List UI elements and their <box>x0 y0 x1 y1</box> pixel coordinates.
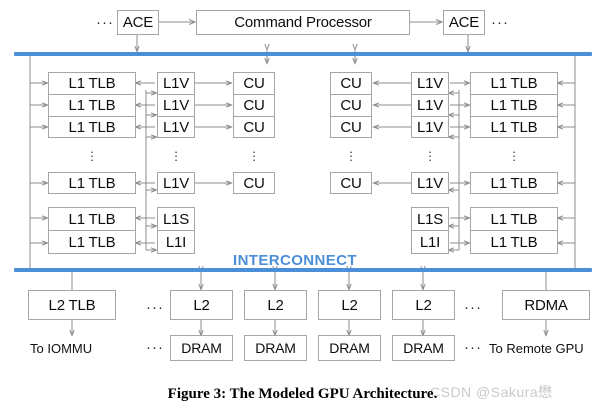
left-l1v-mid-stack: L1V <box>157 172 195 194</box>
right-l1v-vertical-ellipsis: ... <box>428 141 432 164</box>
left-l1tlb-1[interactable]: L1 TLB <box>49 95 135 117</box>
to-remote-gpu-label: To Remote GPU <box>489 341 584 356</box>
left-l1tlb-top-stack: L1 TLB L1 TLB L1 TLB <box>48 72 136 138</box>
right-l1tlb-bottom-stack: L1 TLB L1 TLB <box>470 207 558 254</box>
right-l1tlb-5[interactable]: L1 TLB <box>490 233 538 251</box>
left-l1s-l1i-stack: L1S L1I <box>157 207 195 254</box>
top-left-ellipsis: ··· <box>96 14 114 31</box>
right-cu-top-stack: CU CU CU <box>330 72 372 138</box>
right-l1v-1[interactable]: L1V <box>412 95 448 117</box>
top-right-ellipsis: ··· <box>491 14 509 31</box>
right-cu-0[interactable]: CU <box>331 73 371 95</box>
left-l1tlb-bottom-stack: L1 TLB L1 TLB <box>48 207 136 254</box>
l2-left-ellipsis: ··· <box>146 299 164 316</box>
left-l1tlb-vertical-ellipsis: ... <box>90 141 94 164</box>
right-l1tlb-3[interactable]: L1 TLB <box>490 174 538 192</box>
ace-right-box[interactable]: ACE <box>443 10 485 35</box>
l2-right-ellipsis: ··· <box>464 299 482 316</box>
dram-right-ellipsis: ··· <box>464 339 482 356</box>
left-l1tlb-4[interactable]: L1 TLB <box>49 208 135 231</box>
left-l1v-0[interactable]: L1V <box>158 73 194 95</box>
right-cu-1[interactable]: CU <box>331 95 371 117</box>
left-l1v-top-stack: L1V L1V L1V <box>157 72 195 138</box>
right-l1v-top-stack: L1V L1V L1V <box>411 72 449 138</box>
right-l1tlb-0[interactable]: L1 TLB <box>471 73 557 95</box>
left-l1tlb-2[interactable]: L1 TLB <box>68 119 116 136</box>
left-cu-2[interactable]: CU <box>243 119 265 136</box>
ace-left-box[interactable]: ACE <box>117 10 159 35</box>
interconnect-label: INTERCONNECT <box>233 252 357 269</box>
left-l1tlb-5[interactable]: L1 TLB <box>68 233 116 251</box>
right-cu-3[interactable]: CU <box>340 174 362 192</box>
right-l1v-0[interactable]: L1V <box>412 73 448 95</box>
right-l1tlb-4[interactable]: L1 TLB <box>471 208 557 231</box>
left-l1v-3[interactable]: L1V <box>162 174 190 192</box>
left-cu-vertical-ellipsis: ... <box>252 141 256 164</box>
left-cu-mid-stack: CU <box>233 172 275 194</box>
left-l1tlb-3[interactable]: L1 TLB <box>68 174 116 192</box>
right-l1tlb-2[interactable]: L1 TLB <box>490 119 538 136</box>
dram-left-ellipsis: ··· <box>146 339 164 356</box>
right-l1tlb-mid-stack: L1 TLB <box>470 172 558 194</box>
l2-tlb-box[interactable]: L2 TLB <box>28 290 116 320</box>
right-cu-vertical-ellipsis: ... <box>349 141 353 164</box>
figure-caption: Figure 3: The Modeled GPU Architecture. <box>167 386 438 402</box>
right-l1v-2[interactable]: L1V <box>416 119 444 136</box>
right-l1tlb-vertical-ellipsis: ... <box>512 141 516 164</box>
rdma-box[interactable]: RDMA <box>502 290 590 320</box>
interconnect-bar-bottom <box>14 268 592 272</box>
right-cu-mid-stack: CU <box>330 172 372 194</box>
dram-box-1[interactable]: DRAM <box>244 335 307 361</box>
dram-box-0[interactable]: DRAM <box>170 335 233 361</box>
left-cu-0[interactable]: CU <box>234 73 274 95</box>
left-l1v-1[interactable]: L1V <box>158 95 194 117</box>
left-l1tlb-mid-stack: L1 TLB <box>48 172 136 194</box>
dram-box-2[interactable]: DRAM <box>318 335 381 361</box>
l2-box-1[interactable]: L2 <box>244 290 307 320</box>
right-l1v-mid-stack: L1V <box>411 172 449 194</box>
to-iommu-label: To IOMMU <box>30 341 93 356</box>
l2-box-3[interactable]: L2 <box>392 290 455 320</box>
left-l1v-2[interactable]: L1V <box>162 119 190 136</box>
right-cu-2[interactable]: CU <box>340 119 362 136</box>
right-l1s[interactable]: L1S <box>412 208 448 231</box>
left-l1tlb-0[interactable]: L1 TLB <box>49 73 135 95</box>
right-l1tlb-top-stack: L1 TLB L1 TLB L1 TLB <box>470 72 558 138</box>
right-l1v-3[interactable]: L1V <box>416 174 444 192</box>
left-l1i[interactable]: L1I <box>165 233 187 251</box>
right-l1tlb-1[interactable]: L1 TLB <box>471 95 557 117</box>
watermark: CSDN @Sakura懋 <box>430 384 553 400</box>
left-l1v-vertical-ellipsis: ... <box>174 141 178 164</box>
right-l1i[interactable]: L1I <box>419 233 441 251</box>
left-cu-3[interactable]: CU <box>243 174 265 192</box>
interconnect-bar-top <box>14 52 592 56</box>
command-processor-box[interactable]: Command Processor <box>196 10 410 35</box>
left-cu-top-stack: CU CU CU <box>233 72 275 138</box>
left-cu-1[interactable]: CU <box>234 95 274 117</box>
l2-box-0[interactable]: L2 <box>170 290 233 320</box>
dram-box-3[interactable]: DRAM <box>392 335 455 361</box>
right-l1s-l1i-stack: L1S L1I <box>411 207 449 254</box>
left-l1s[interactable]: L1S <box>158 208 194 231</box>
l2-box-2[interactable]: L2 <box>318 290 381 320</box>
